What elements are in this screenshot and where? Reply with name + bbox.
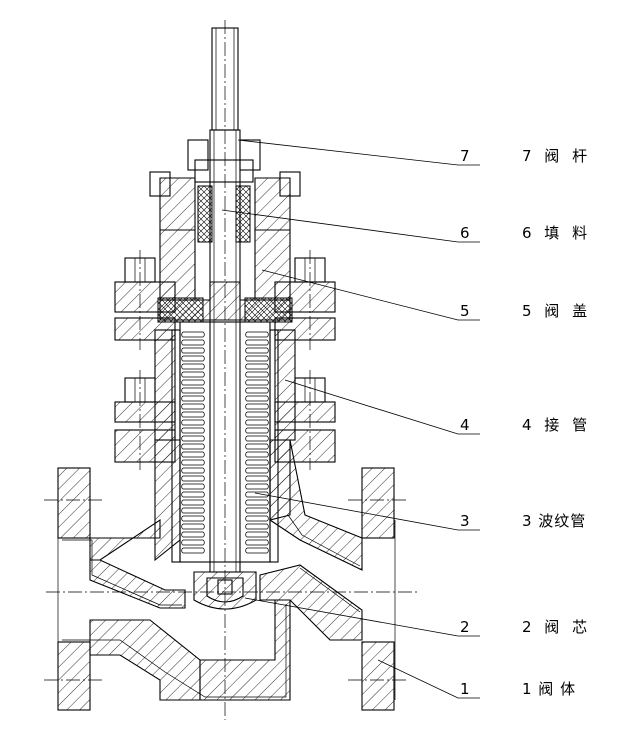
part-label-plug: 2 阀 芯 xyxy=(522,618,591,636)
bellows-convolution xyxy=(245,531,269,538)
bellows-convolution xyxy=(245,443,269,450)
bellows-convolution xyxy=(245,427,269,434)
bellows-convolution xyxy=(181,483,205,490)
bellows-convolution xyxy=(181,547,205,554)
bellows-convolution xyxy=(245,491,269,498)
valve-stem xyxy=(209,20,241,720)
bellows-convolution xyxy=(181,459,205,466)
part-label-stem: 7 阀 杆 xyxy=(522,147,591,165)
callout-number-6: 6 xyxy=(460,224,470,242)
callout-number-3: 3 xyxy=(460,512,470,530)
bellows-convolution xyxy=(245,547,269,554)
bellows-convolution xyxy=(245,403,269,410)
bellows-convolution xyxy=(181,371,205,378)
bellows-convolution xyxy=(245,539,269,546)
callout-leaders xyxy=(221,139,480,699)
bellows-convolution xyxy=(245,387,269,394)
bellows-convolution xyxy=(181,523,205,530)
bellows-convolution xyxy=(245,507,269,514)
bellows-convolution xyxy=(181,475,205,482)
bellows-convolution xyxy=(181,499,205,506)
bellows-convolution xyxy=(181,451,205,458)
bellows-convolution xyxy=(181,411,205,418)
bellows-convolution xyxy=(181,355,205,362)
bellows-convolution xyxy=(181,515,205,522)
bellows-convolution xyxy=(245,331,269,338)
bellows-convolution xyxy=(181,379,205,386)
bonnet xyxy=(114,139,336,350)
bellows-convolution xyxy=(245,419,269,426)
bellows-convolution xyxy=(245,411,269,418)
callout-number-5: 5 xyxy=(460,302,470,320)
callout-numbers: 7 6 5 4 3 2 1 xyxy=(460,147,470,698)
bellows-convolution xyxy=(181,395,205,402)
extension-pipe xyxy=(114,329,336,470)
bellows-convolution xyxy=(245,371,269,378)
bellows-convolution xyxy=(181,491,205,498)
bellows-convolution xyxy=(181,467,205,474)
packing xyxy=(197,185,251,243)
bellows-convolution xyxy=(181,403,205,410)
bellows-convolution xyxy=(245,355,269,362)
bellows-convolution xyxy=(181,435,205,442)
bellows-convolution xyxy=(245,395,269,402)
bellows-convolution xyxy=(245,339,269,346)
bellows-convolution xyxy=(181,507,205,514)
part-label-bellows: 3 波纹管 xyxy=(522,512,586,530)
callout-number-4: 4 xyxy=(460,416,470,434)
bellows-convolution xyxy=(245,523,269,530)
valve-body xyxy=(44,439,420,711)
bellows-convolution xyxy=(245,435,269,442)
callout-number-1: 1 xyxy=(460,680,470,698)
bellows-convolution xyxy=(181,339,205,346)
bellows-convolution xyxy=(245,467,269,474)
bellows-convolution xyxy=(181,363,205,370)
bellows-convolution xyxy=(181,387,205,394)
bellows-convolution xyxy=(181,347,205,354)
bellows-convolution xyxy=(245,363,269,370)
bellows-convolution xyxy=(181,443,205,450)
bellows-convolution xyxy=(181,539,205,546)
bellows-convolution xyxy=(245,459,269,466)
part-label-body: 1 阀 体 xyxy=(522,680,576,698)
bellows-convolution xyxy=(245,451,269,458)
bellows-convolution xyxy=(181,427,205,434)
bellows-convolution xyxy=(245,515,269,522)
bellows-convolution xyxy=(245,475,269,482)
part-label-packing: 6 填 料 xyxy=(522,224,591,242)
callout-number-2: 2 xyxy=(460,618,470,636)
bellows-convolution xyxy=(181,331,205,338)
bellows-convolution xyxy=(181,419,205,426)
bellows-convolution xyxy=(181,531,205,538)
callout-number-7: 7 xyxy=(460,147,470,165)
bellows xyxy=(171,321,279,563)
bellows-convolution xyxy=(245,347,269,354)
part-label-extension-pipe: 4 接 管 xyxy=(522,416,591,434)
part-labels: 7 阀 杆 6 填 料 5 阀 盖 4 接 管 3 波纹管 2 阀 芯 1 阀 … xyxy=(522,147,591,698)
bellows-convolution xyxy=(245,483,269,490)
bellows-convolution xyxy=(245,499,269,506)
part-label-bonnet: 5 阀 盖 xyxy=(522,302,591,320)
bellows-convolution xyxy=(245,379,269,386)
